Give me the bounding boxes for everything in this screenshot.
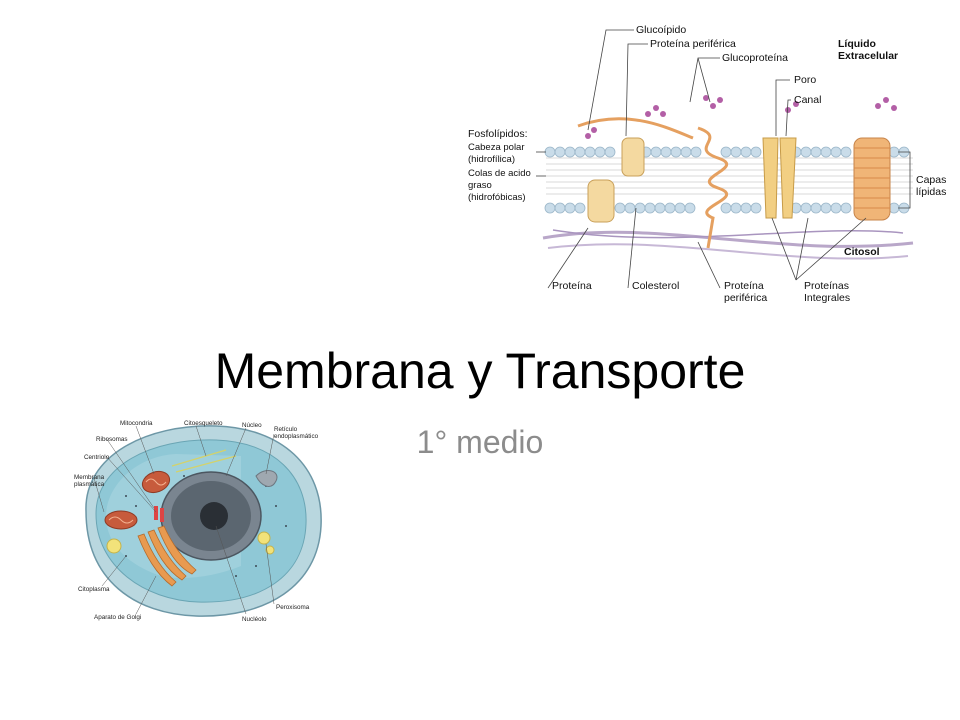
label-citoesqueleto: Citoesqueleto	[184, 420, 223, 427]
label-reticulo: Retículo endoplasmático	[274, 426, 319, 440]
label-poro: Poro	[794, 74, 817, 86]
label-glucoproteina: Glucoproteína	[722, 52, 788, 64]
label-proteina-periferica-top: Proteína periférica	[650, 38, 736, 50]
membrane-diagram: Glucoípido Proteína periférica Glucoprot…	[458, 18, 960, 312]
label-proteinas-integrales: Proteínas Integrales	[804, 280, 851, 304]
label-citosol: Citosol	[844, 246, 880, 258]
label-ribosomas: Ribosomas	[96, 436, 128, 443]
label-colesterol: Colesterol	[632, 280, 680, 292]
cell-illustration	[85, 425, 322, 617]
label-glucolipido: Glucoípido	[636, 24, 687, 36]
label-nucleo: Núcleo	[242, 422, 262, 429]
label-citoplasma: Citoplasma	[78, 586, 110, 593]
label-cabeza-polar: Cabeza polar (hidrofílica)	[468, 142, 525, 165]
label-proteina-periferica-bottom: Proteína periférica	[724, 280, 768, 304]
slide-subtitle: 1° medio	[416, 424, 544, 460]
label-capas-lipidas: Capas lípidas	[916, 174, 947, 198]
label-fosfolipidos: Fosfolípidos:	[468, 128, 528, 140]
label-centriolo: Centriolo	[84, 454, 110, 461]
label-liquido-extracelular: Líquido Extracelular	[838, 38, 899, 62]
label-colas: Colas de acido graso (hidrofóbicas)	[468, 168, 531, 203]
label-mitocondria: Mitocondria	[120, 420, 153, 427]
label-golgi: Aparato de Golgi	[94, 614, 142, 621]
cell-diagram: Mitocondria Citoesqueleto Núcleo Retícul…	[66, 416, 338, 624]
membrane-illustration	[536, 29, 914, 289]
label-canal: Canal	[794, 94, 822, 106]
label-peroxisoma: Peroxisoma	[276, 604, 310, 611]
label-nucleolo: Nucléolo	[242, 616, 267, 623]
label-membrana: Membrana plasmática	[74, 474, 105, 488]
slide-title: Membrana y Transporte	[214, 343, 746, 399]
label-proteina: Proteína	[552, 280, 592, 292]
